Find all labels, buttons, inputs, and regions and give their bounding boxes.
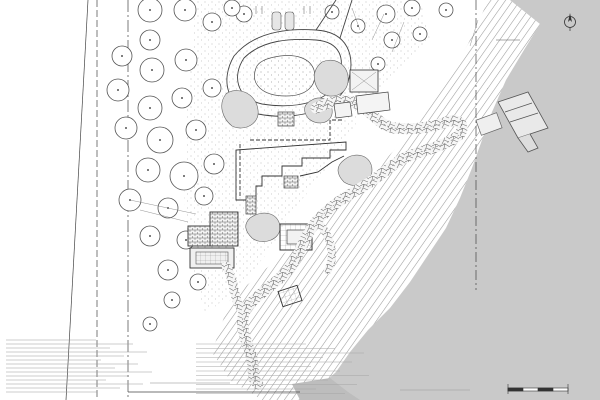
specification-notes-block — [196, 343, 369, 394]
flagstone-spur — [314, 218, 337, 274]
tree-trunk — [203, 195, 205, 197]
tea-house — [277, 284, 303, 308]
tree-trunk — [149, 39, 151, 41]
tree-trunk — [171, 299, 173, 301]
garage-bays — [271, 11, 295, 31]
tree-trunk — [385, 13, 387, 15]
tree-trunk — [445, 9, 447, 11]
tree-trunk — [377, 63, 379, 65]
lakeside-patios — [333, 91, 391, 119]
leader-lines — [129, 7, 479, 223]
driveway-island — [254, 55, 316, 97]
tree-trunk — [391, 39, 393, 41]
north-arrow-icon — [564, 13, 576, 31]
stone-terraces — [235, 119, 347, 201]
tree-trunk — [211, 87, 213, 89]
tree-trunk — [183, 175, 185, 177]
tree-trunk — [149, 235, 151, 237]
boat-slip — [475, 112, 503, 136]
tree-trunk — [419, 33, 421, 35]
dock — [497, 91, 549, 153]
tree-trunk — [197, 281, 199, 283]
tree-trunk — [149, 323, 151, 325]
tree-trunk — [159, 139, 161, 141]
path-edge — [242, 100, 463, 385]
tree-trunk — [331, 11, 333, 13]
general-notes-block — [6, 339, 152, 393]
rock-outcrops — [221, 60, 373, 242]
tree-trunk — [211, 21, 213, 23]
tree-trunk — [185, 59, 187, 61]
lower-bay — [292, 378, 360, 400]
tree-trunk — [213, 163, 215, 165]
tree-trunk — [167, 269, 169, 271]
stone-steps — [245, 111, 299, 215]
tree-trunk — [185, 239, 187, 241]
tree-trunk — [195, 129, 197, 131]
tree-trunk — [125, 127, 127, 129]
tree-trunk — [117, 89, 119, 91]
tree-trunk — [149, 107, 151, 109]
tree-trunk — [121, 55, 123, 57]
tree-trunk — [231, 7, 233, 9]
flagstone-branch — [221, 261, 249, 317]
upper-pergola — [349, 69, 379, 93]
parking-marks — [255, 6, 311, 14]
scale-bar-icon — [507, 384, 569, 394]
tree-trunk — [184, 9, 186, 11]
tree-trunk — [411, 7, 413, 9]
tree-trunk — [243, 13, 245, 15]
tree-trunk — [181, 97, 183, 99]
tree-trunk — [147, 169, 149, 171]
tree-trunk — [149, 9, 151, 11]
title-strip — [150, 382, 470, 391]
trees — [106, 0, 454, 332]
tree-trunk — [151, 69, 153, 71]
